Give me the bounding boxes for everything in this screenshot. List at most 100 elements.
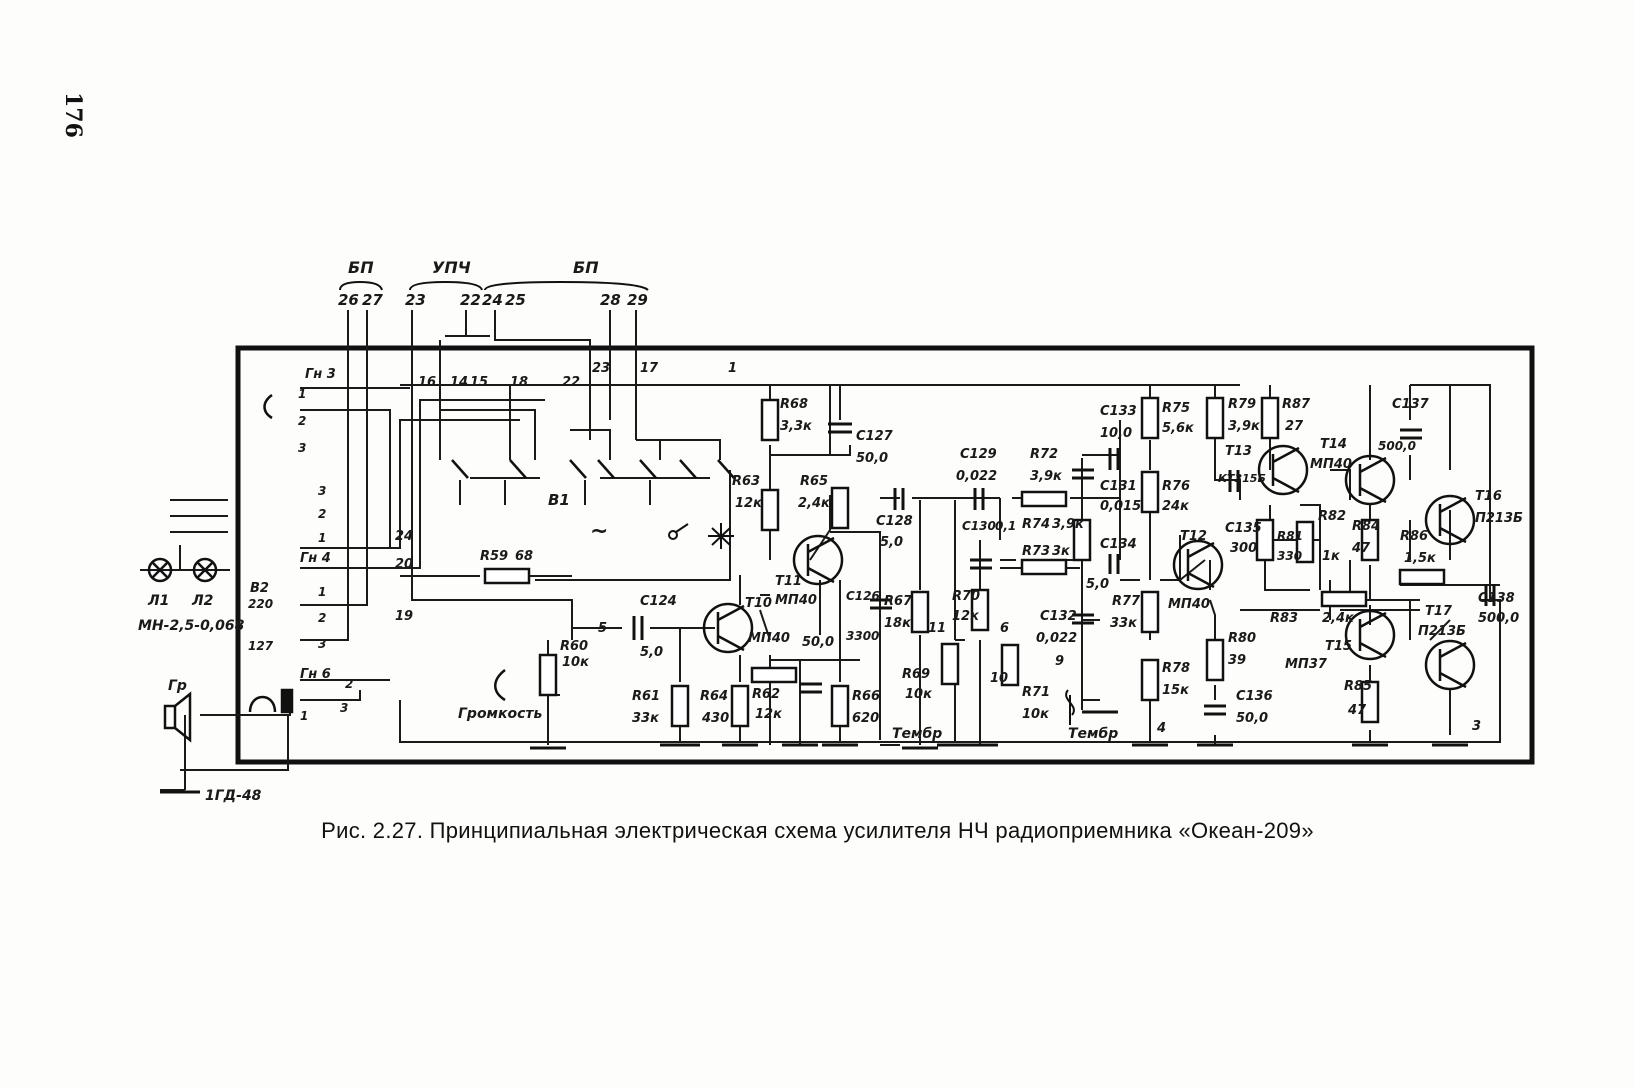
resistor-r81	[1255, 518, 1275, 562]
tone-label-1: Тембр	[892, 726, 942, 742]
resistor-r68	[760, 398, 780, 442]
r78-value: 15к	[1162, 683, 1190, 698]
r75-value: 5,6к	[1162, 421, 1195, 436]
node-20: 20	[395, 557, 413, 572]
c132-value: 0,022	[1036, 631, 1077, 646]
resistors	[483, 396, 1446, 728]
resistor-r59	[483, 567, 531, 585]
c125-value: 50,0	[802, 635, 834, 650]
switch-symbol-icons	[668, 523, 734, 549]
resistor-r63	[760, 488, 780, 532]
r77-value: 33к	[1110, 616, 1138, 631]
node-18: 18	[510, 375, 528, 390]
node-5: 5	[598, 621, 607, 636]
c134-name: C134	[1100, 537, 1137, 552]
r76-name: R76	[1162, 479, 1190, 494]
r68-value: 3,3к	[780, 419, 813, 434]
r85-value: 47	[1347, 703, 1367, 718]
r70-value: 12к	[952, 609, 980, 624]
c136-name: C136	[1236, 689, 1273, 704]
pin-29: 29	[627, 291, 648, 309]
r67-name: R67	[884, 594, 913, 609]
capacitor-c123	[800, 682, 822, 694]
t12-name: T12	[1180, 529, 1207, 544]
group-brace-upch	[409, 280, 483, 291]
r71-value: 10к	[1022, 707, 1050, 722]
transistor-t11	[792, 534, 844, 586]
node-22: 22	[562, 375, 580, 390]
connector-gn3-pin2: 2	[298, 414, 306, 428]
microphone-icon	[263, 393, 273, 420]
r77-name: R77	[1112, 594, 1141, 609]
node-23: 23	[592, 361, 610, 376]
node-6: 6	[1000, 621, 1009, 636]
resistor-r73	[1020, 558, 1068, 576]
pin-22: 22	[460, 291, 481, 309]
node-3: 3	[1472, 719, 1481, 734]
transistor-t13	[1257, 444, 1309, 496]
connector-gn6-pin3: 3	[340, 701, 348, 715]
group-label-bp2: БП	[573, 258, 599, 277]
capacitor-c124	[632, 616, 644, 640]
r65-value: 2,4к	[798, 496, 831, 511]
wiring	[140, 310, 1501, 791]
c133-name: C133	[1100, 404, 1137, 419]
transistor-t15	[1344, 609, 1396, 661]
connector-v2-pin1: 1	[318, 585, 326, 599]
capacitor-c136	[1204, 704, 1226, 716]
t14-value: МП40	[1310, 457, 1352, 472]
capacitor-c127	[828, 422, 852, 434]
r72-name: R72	[1030, 447, 1058, 462]
c137-value: 500,0	[1378, 439, 1416, 453]
connector-gn3-label: Гн 3	[305, 367, 336, 382]
c135-value: 300	[1230, 541, 1257, 556]
c124-name: C124	[640, 594, 677, 609]
r85-name: R85	[1344, 679, 1372, 694]
capacitor-c129	[973, 488, 985, 510]
r79-value: 3,9к	[1228, 419, 1261, 434]
r87-name: R87	[1282, 397, 1311, 412]
t15-name: T15	[1325, 639, 1352, 654]
r87-value: 27	[1285, 419, 1304, 434]
t15-value: МП37	[1285, 657, 1328, 672]
r83-name: R83	[1270, 611, 1298, 626]
r61-name: R61	[632, 689, 660, 704]
transistor-t10	[702, 602, 754, 654]
connector-gn3-pin1: 1	[298, 387, 306, 401]
r60-value: 10к	[562, 655, 590, 670]
connector-v2-label: В2	[250, 581, 269, 596]
r66-name: R66	[852, 689, 880, 704]
transistor-t17	[1424, 639, 1476, 691]
lamp-l1	[147, 557, 173, 583]
r81-value: 330	[1277, 549, 1302, 563]
volume-label: Громкость	[458, 706, 543, 722]
pin-27: 27	[362, 291, 383, 309]
capacitor-c132	[1072, 613, 1094, 625]
c133-value: 10,0	[1100, 426, 1132, 441]
resistor-r71	[1000, 643, 1020, 687]
node-14: 14	[450, 375, 468, 390]
r61-value: 33к	[632, 711, 660, 726]
r67-value: 18к	[884, 616, 912, 631]
c129-value: 0,022	[956, 469, 997, 484]
figure-caption: Рис. 2.27. Принципиальная электрическая …	[321, 818, 1314, 843]
c128-name: C128	[876, 514, 913, 529]
r74-name: R74	[1022, 517, 1050, 532]
r84-value: 47	[1351, 541, 1371, 556]
node-9: 9	[1055, 654, 1064, 669]
node-1: 1	[728, 361, 737, 376]
node-15: 15	[470, 375, 488, 390]
connector-gn4-label: Гн 4	[300, 551, 331, 566]
text-labels: БП УПЧ БП 26 27 23 22 24 25 28 29 16 14 …	[138, 258, 1523, 804]
t16-name: T16	[1475, 489, 1502, 504]
capacitor-c134	[1108, 554, 1120, 574]
t16-value: П213Б	[1475, 511, 1523, 526]
r82-name: R82	[1318, 509, 1346, 524]
earphone-icon	[248, 688, 294, 714]
c138-name: C138	[1478, 591, 1515, 606]
c126-name: C126	[846, 589, 880, 603]
c130-value: 0,1	[995, 519, 1016, 533]
speaker-model: 1ГД-48	[205, 788, 262, 804]
transistors	[702, 444, 1476, 691]
